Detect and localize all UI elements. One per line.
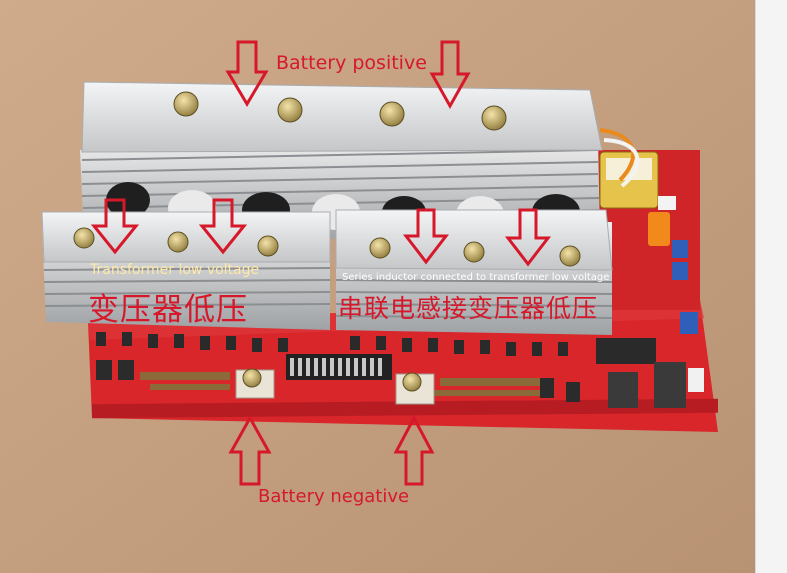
orange-capacitor [648, 212, 670, 246]
regulator-left [608, 372, 638, 408]
blue-trimmer-2 [672, 262, 688, 280]
transistor-right [540, 378, 554, 398]
arrow-battery-negative-left [228, 414, 272, 486]
blue-trimmer-1 [672, 240, 688, 258]
label-transformer-low-voltage-cn: 变压器低压 [88, 292, 248, 328]
arrow-transformer-right [198, 198, 248, 255]
photo-frame-edge [755, 0, 787, 573]
label-battery-negative: Battery negative [258, 486, 410, 507]
regulator-right [654, 362, 686, 408]
label-battery-positive: Battery positive [276, 52, 427, 74]
connector-right [688, 368, 704, 392]
label-transformer-low-voltage: Transformer low voltage [90, 262, 260, 278]
resistor-rows [140, 372, 540, 396]
arrow-inductor-left [402, 208, 450, 265]
transistor-right-2 [566, 382, 580, 402]
transistor-left-2 [118, 360, 134, 380]
arrow-transformer-left [90, 198, 140, 255]
front-right-heatsink [335, 209, 613, 335]
transistor-left-1 [96, 360, 112, 380]
mosfet-row [96, 332, 568, 356]
blue-trimmer-3 [680, 312, 698, 334]
label-series-inductor: Series inductor connected to transformer… [342, 272, 610, 283]
connector-white [658, 196, 676, 210]
chip-black [596, 338, 656, 364]
arrow-battery-positive-left [225, 40, 269, 107]
label-series-inductor-cn: 串联电感接变压器低压 [338, 294, 599, 323]
arrow-battery-negative-right [393, 414, 435, 486]
rear-heatsink-screws [173, 91, 507, 131]
inverter-board-photo [0, 0, 755, 573]
arrow-battery-positive-right [429, 40, 471, 110]
arrow-inductor-right [504, 208, 552, 267]
